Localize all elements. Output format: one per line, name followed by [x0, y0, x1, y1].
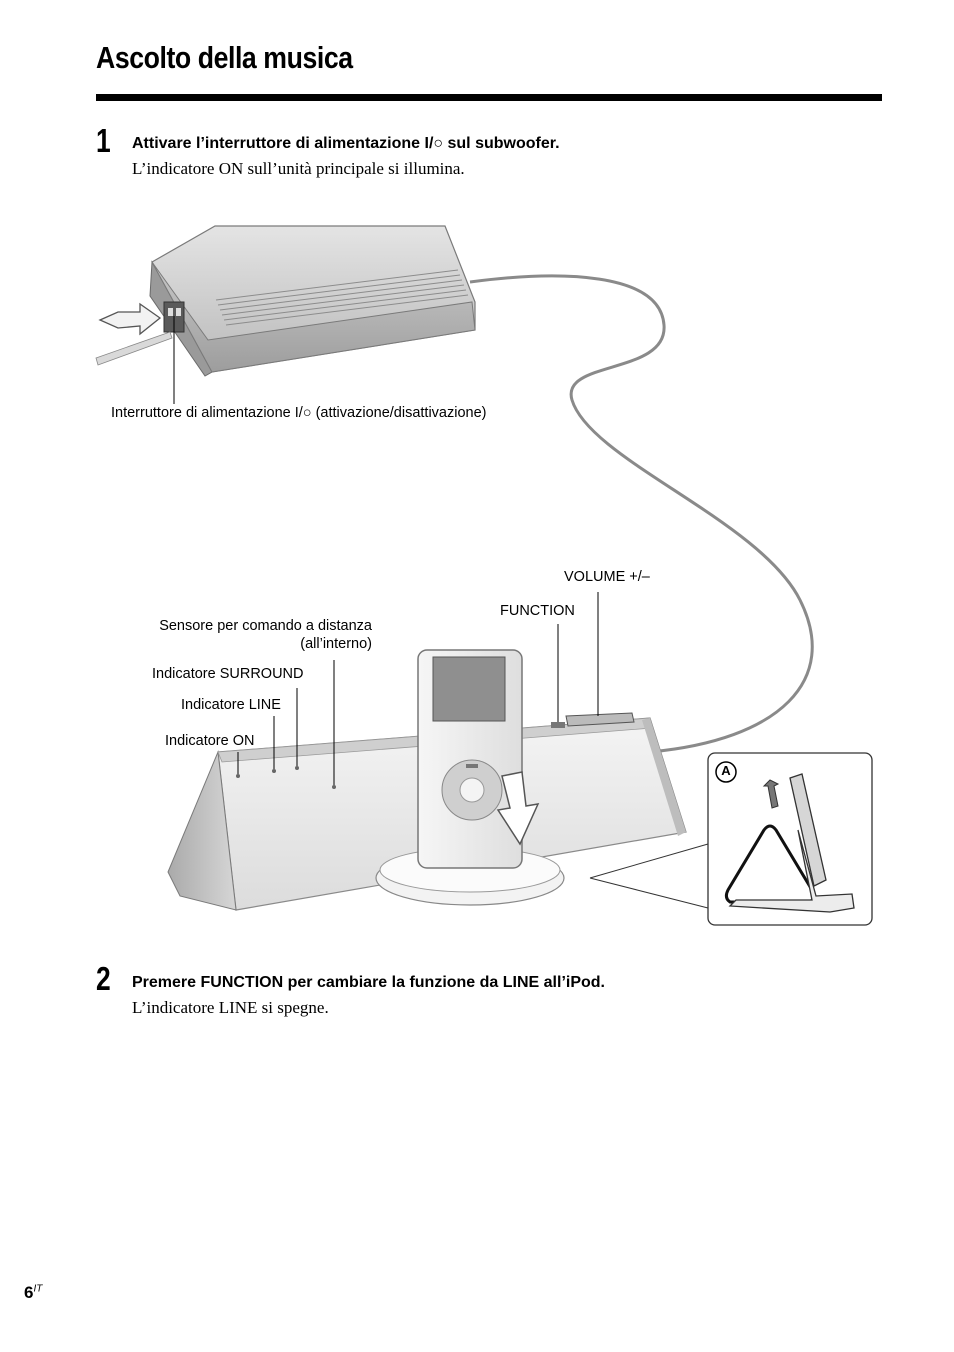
- page-title: Ascolto della musica: [96, 40, 353, 75]
- step-2-number: 2: [96, 960, 111, 997]
- on-indicator-label: Indicatore ON: [165, 733, 255, 749]
- step-2-title: Premere FUNCTION per cambiare la funzion…: [132, 974, 605, 991]
- step-1-text: L’indicatore ON sull’unità principale si…: [132, 159, 465, 178]
- step-1-number: 1: [96, 122, 111, 159]
- remote-sensor-label-line2: (all’interno): [300, 636, 372, 652]
- step-1-title: Attivare l’interruttore di alimentazione…: [132, 135, 560, 152]
- step-2-text: L’indicatore LINE si spegne.: [132, 998, 329, 1017]
- page-number-suffix: IT: [33, 1283, 43, 1295]
- line-indicator-label: Indicatore LINE: [181, 697, 281, 713]
- power-switch-label: Interruttore di alimentazione I/○ (attiv…: [111, 405, 487, 421]
- inset-detail: [589, 752, 873, 926]
- subwoofer: [95, 225, 476, 377]
- ipod: [417, 649, 523, 869]
- function-label: FUNCTION: [500, 603, 575, 619]
- surround-indicator-label: Indicatore SURROUND: [152, 666, 304, 682]
- volume-label: VOLUME +/–: [564, 569, 650, 585]
- title-rule: [96, 94, 882, 101]
- page-number: 6IT: [24, 1283, 42, 1303]
- page-number-value: 6: [24, 1283, 34, 1302]
- inset-marker-a: A: [721, 763, 731, 778]
- remote-sensor-label-line1: Sensore per comando a distanza: [159, 618, 372, 634]
